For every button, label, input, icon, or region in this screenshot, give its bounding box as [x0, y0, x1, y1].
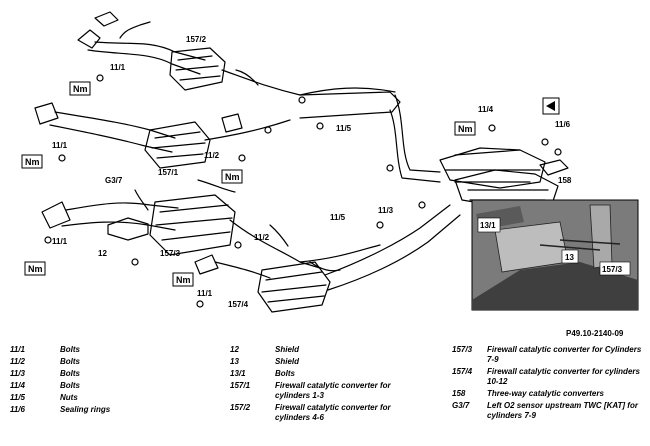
- callout-158: 158: [558, 176, 572, 185]
- torque-boxes: Nm Nm Nm Nm Nm Nm: [21, 81, 476, 287]
- callout-157-4: 157/4: [228, 300, 249, 309]
- callout-13-1: 13/1: [480, 221, 496, 230]
- reference-code: P49.10-2140-09: [566, 329, 624, 338]
- callout-11-1-a: 11/1: [110, 63, 126, 72]
- callout-157-3-diagram: 157/3: [160, 249, 181, 258]
- callout-11-1-b: 11/1: [52, 141, 68, 150]
- view-arrow-icon: [542, 97, 560, 115]
- torque-box-1: Nm: [73, 84, 88, 94]
- photo-inset: [471, 199, 639, 311]
- callout-13: 13: [565, 253, 574, 262]
- callout-157-1: 157/1: [158, 168, 179, 177]
- callout-157-2-top: 157/2: [186, 35, 207, 44]
- callout-11-5-a: 11/5: [336, 124, 352, 133]
- torque-box-5: Nm: [176, 275, 191, 285]
- callout-11-2-b: 11/2: [254, 233, 270, 242]
- callout-11-1-d: 11/1: [197, 289, 213, 298]
- callout-157-3-photo: 157/3: [602, 265, 623, 274]
- callout-11-2-a: 11/2: [204, 151, 220, 160]
- callout-g3-7: G3/7: [105, 176, 123, 185]
- torque-box-6: Nm: [458, 124, 473, 134]
- callout-11-6: 11/6: [555, 120, 571, 129]
- callout-12: 12: [98, 249, 107, 258]
- callout-11-4: 11/4: [478, 105, 494, 114]
- torque-box-4: Nm: [28, 264, 43, 274]
- exhaust-line-art: [34, 11, 569, 313]
- callout-11-1-c: 11/1: [52, 237, 68, 246]
- exhaust-system-diagram: 157/2 11/1 11/1 11/2 157/1 G3/7 11/1 12 …: [21, 11, 639, 313]
- callout-labels: 157/2 11/1 11/1 11/2 157/1 G3/7 11/1 12 …: [52, 35, 631, 309]
- callout-11-5-b: 11/5: [330, 213, 346, 222]
- torque-box-2: Nm: [25, 157, 40, 167]
- callout-11-3: 11/3: [378, 206, 394, 215]
- torque-box-3: Nm: [225, 172, 240, 182]
